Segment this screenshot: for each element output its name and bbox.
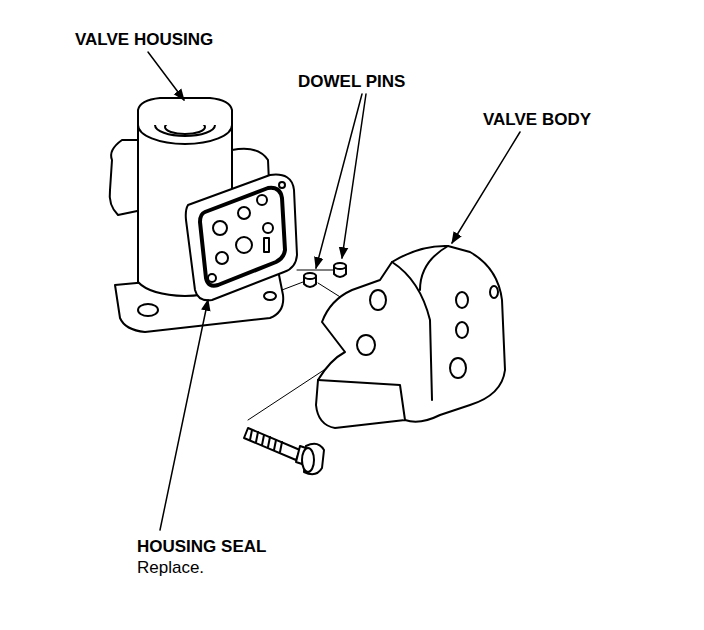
flange-bolt xyxy=(244,428,324,474)
note-text: Replace. xyxy=(137,558,204,577)
part-label: DOWEL PINS xyxy=(298,72,405,91)
valve-housing xyxy=(110,98,297,332)
part-label: VALVE HOUSING xyxy=(75,30,213,49)
part-label-box: VALVE BODY xyxy=(483,110,591,130)
part-label-box: Replace. xyxy=(137,558,204,578)
part-label: HOUSING SEAL xyxy=(137,537,266,556)
part-label-box: DOWEL PINS xyxy=(298,72,405,92)
part-label-box: HOUSING SEAL xyxy=(137,537,266,557)
leader-lines xyxy=(148,52,520,530)
part-label: VALVE BODY xyxy=(483,110,591,129)
valve-body xyxy=(316,246,505,428)
dowel-pins xyxy=(304,263,346,287)
part-label-box: VALVE HOUSING xyxy=(75,30,213,50)
